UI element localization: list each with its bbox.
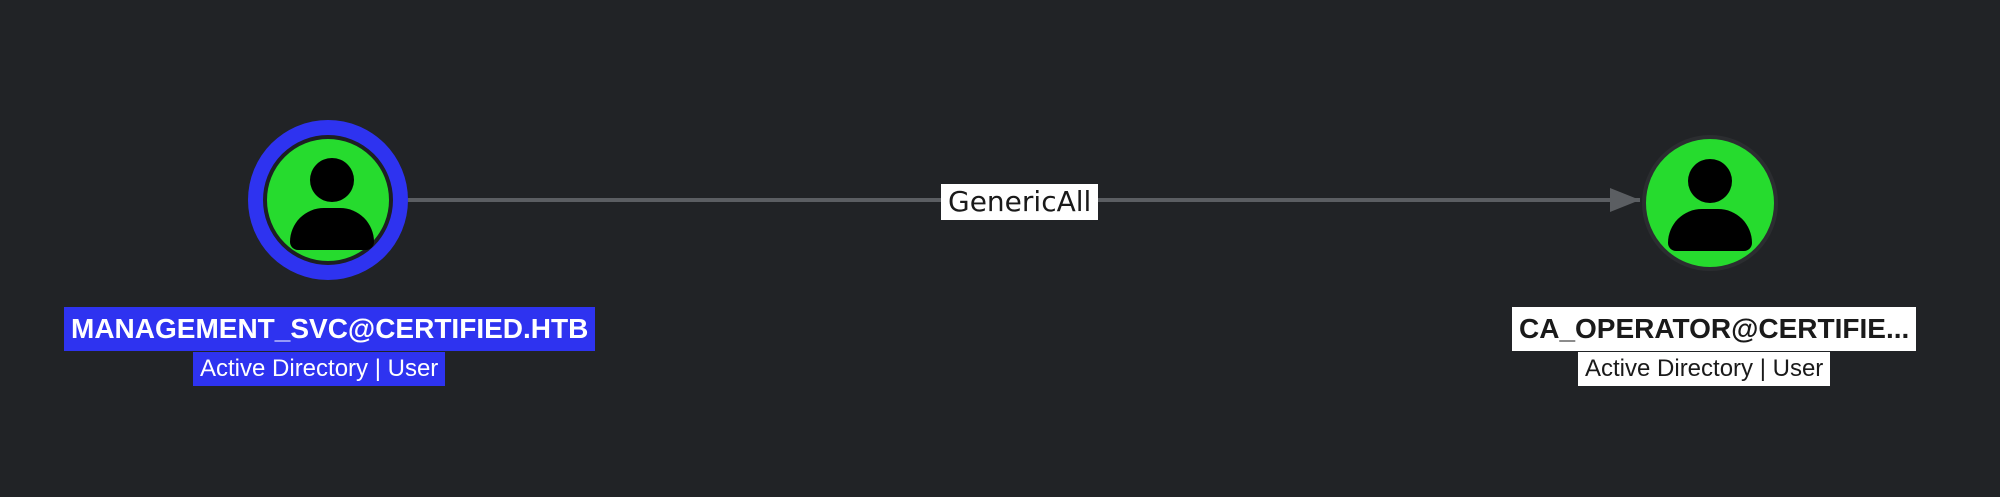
source-node-title[interactable]: MANAGEMENT_SVC@CERTIFIED.HTB	[64, 307, 596, 351]
source-node-subtitle: Active Directory | User	[193, 352, 446, 386]
user-icon-head	[1688, 159, 1732, 203]
edge-arrowhead	[1610, 188, 1640, 212]
target-node-subtitle: Active Directory | User	[1578, 352, 1831, 386]
edge-label[interactable]: GenericAll	[941, 184, 1099, 220]
target-node-title[interactable]: CA_OPERATOR@CERTIFIE...	[1512, 307, 1917, 351]
user-icon	[290, 158, 374, 250]
source-node-circle[interactable]	[263, 135, 393, 265]
target-node[interactable]	[1642, 135, 1778, 271]
user-icon	[1668, 159, 1752, 251]
user-icon-body	[290, 208, 374, 250]
user-icon-body	[1668, 209, 1752, 251]
source-node[interactable]	[248, 120, 408, 280]
user-icon-head	[310, 158, 354, 202]
